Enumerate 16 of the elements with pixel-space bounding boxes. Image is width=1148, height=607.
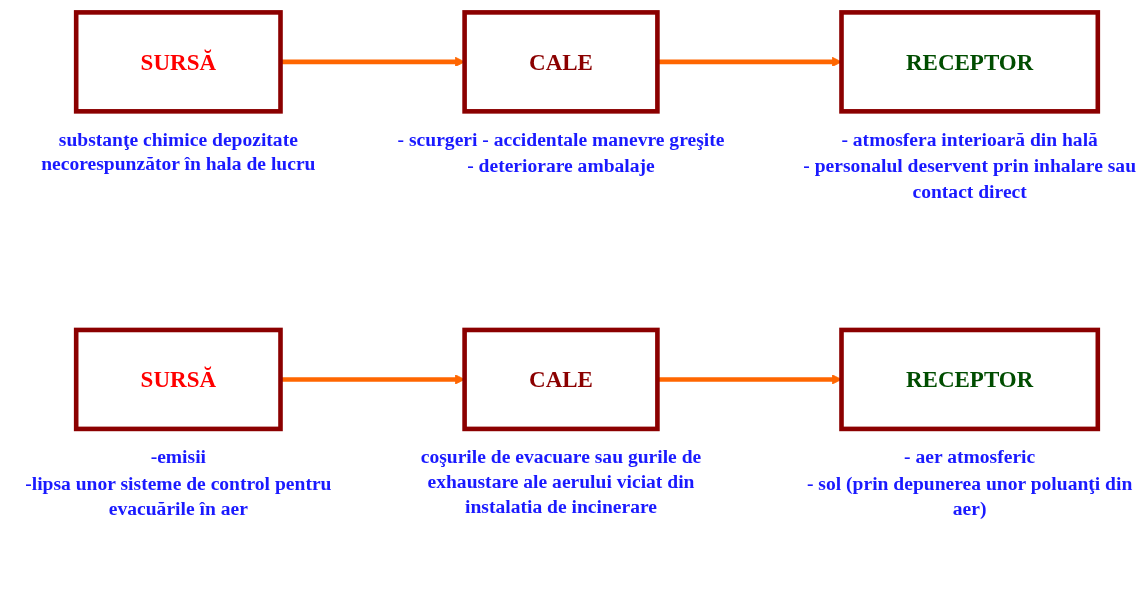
description-text: -lipsa unor sisteme de control pentru evacuările în aer — [24, 471, 333, 521]
description-text: - atmosfera interioară din hală — [840, 127, 1099, 152]
description-text: - deteriorare ambalaje — [466, 154, 656, 179]
description-text: substanţe chimice depozitate necorespunzător în hala de lucru — [40, 127, 317, 177]
node-box: RECEPTOR — [839, 10, 1101, 114]
node-box: CALE — [462, 327, 660, 432]
description-text: -emisii — [149, 445, 208, 470]
description-text: - sol (prin depunerea unor poluanţi din aer) — [805, 471, 1134, 521]
description-text: coşurile de evacuare sau gurile de exhaustare ale aerului viciat din instalatia de incinerare — [419, 445, 703, 519]
node-box: SURSĂ — [73, 327, 283, 432]
node-box: RECEPTOR — [839, 327, 1101, 432]
node-box: CALE — [462, 10, 660, 114]
description-text: - scurgeri - accidentale manevre greşite — [396, 127, 726, 152]
node-box: SURSĂ — [73, 10, 283, 114]
description-text: - aer atmosferic — [903, 445, 1037, 470]
description-text: - personalul deservent prin inhalare sau contact direct — [802, 154, 1137, 204]
